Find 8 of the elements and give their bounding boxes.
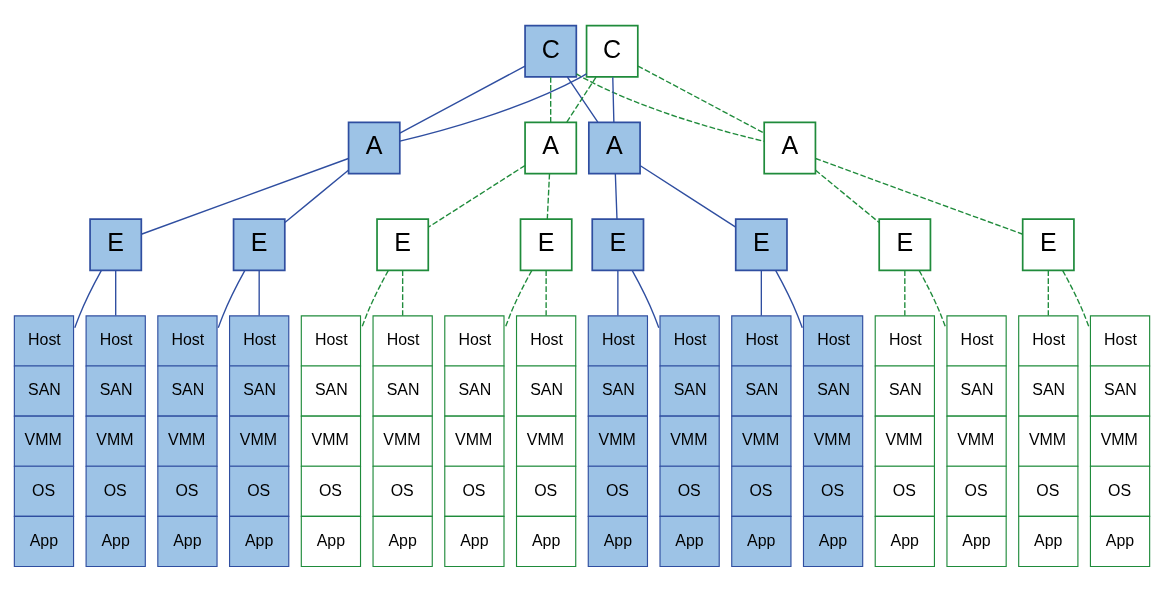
node-text: Host SAN VMM OS App — [383, 330, 421, 549]
node-text: Host SAN VMM OS App — [957, 330, 995, 549]
node-text: Host SAN VMM OS App — [1100, 330, 1138, 549]
node-text: Host SAN VMM OS App — [455, 330, 493, 549]
node-text: Host SAN VMM OS App — [1028, 330, 1067, 549]
node-text: Host SAN VMM OS App — [526, 330, 564, 549]
node-text: Host SAN VMM OS App — [311, 330, 349, 549]
node-text: Host SAN VMM OS App — [885, 330, 923, 549]
